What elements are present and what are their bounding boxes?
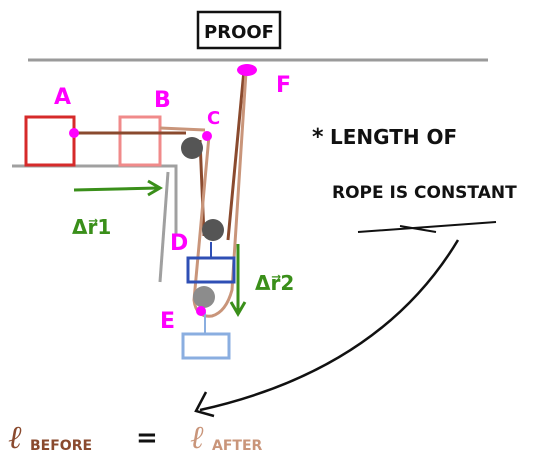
label-delta-r2: Δr⃗2 xyxy=(255,271,294,295)
arrow-delta-r2-head xyxy=(229,301,247,317)
eq-l-before: ℓ xyxy=(8,418,22,454)
label-c: C xyxy=(207,108,220,129)
eq-equals: = xyxy=(136,423,158,453)
pulley-c xyxy=(181,137,203,159)
label-a: A xyxy=(54,85,71,110)
arrow-delta-r1 xyxy=(73,186,159,192)
point-e-dot xyxy=(196,306,206,316)
label-delta-r1: Δr⃗1 xyxy=(72,215,111,239)
note-underline xyxy=(357,221,497,233)
title-box xyxy=(196,10,282,50)
pulley-e xyxy=(193,286,215,308)
point-c-dot xyxy=(202,131,212,141)
rope-before-vertical xyxy=(198,69,246,241)
note-line2: ROPE IS CONSTANT xyxy=(332,183,517,203)
eq-before-sub: BEFORE xyxy=(30,438,92,454)
note-line1: LENGTH OF xyxy=(330,125,457,149)
label-b: B xyxy=(154,88,171,113)
pointer-arrow-head xyxy=(194,391,215,418)
label-f: F xyxy=(276,73,291,98)
point-b-dot xyxy=(69,128,79,138)
pulley-d xyxy=(202,219,224,241)
rope-after-horizontal xyxy=(159,126,206,132)
block-after xyxy=(118,115,162,167)
title-text: PROOF xyxy=(204,22,274,43)
rope-after-loop xyxy=(192,71,248,318)
block-before xyxy=(24,115,76,167)
label-e: E xyxy=(160,309,175,334)
wall-edge xyxy=(158,171,170,283)
pointer-arrow xyxy=(199,239,460,412)
arrow-delta-r1-head xyxy=(147,179,163,197)
weight-after xyxy=(181,332,231,360)
point-f-dot xyxy=(237,64,257,76)
eq-l-after: ℓ xyxy=(190,418,204,454)
eq-after-sub: AFTER xyxy=(212,438,263,454)
label-d: D xyxy=(170,231,188,256)
note-star: * xyxy=(312,125,324,150)
